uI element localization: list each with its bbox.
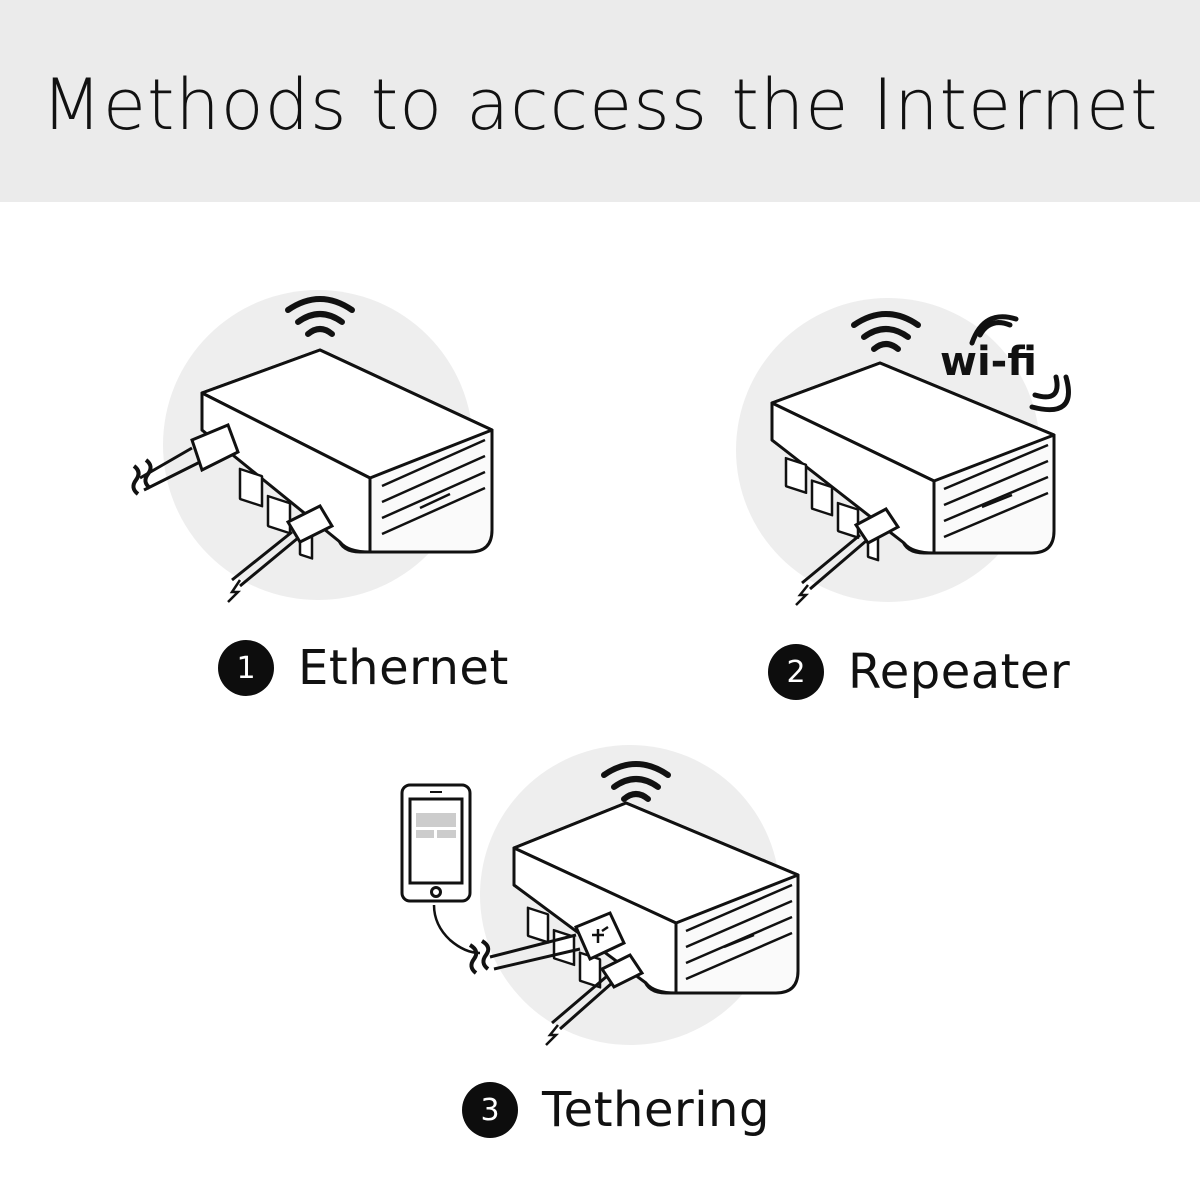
wifi-signal-icon	[285, 296, 355, 337]
method-label: Ethernet	[298, 640, 509, 696]
usb-connector-icon	[468, 911, 626, 975]
power-cable-icon	[795, 507, 901, 606]
method-tethering-illustration	[390, 745, 810, 1055]
method-ethernet-illustration	[120, 280, 520, 610]
router-tethering-svg	[400, 745, 800, 1046]
router-icon	[770, 361, 1056, 562]
method-tethering-label: 3 Tethering	[462, 1082, 770, 1138]
method-repeater-illustration: wi-fi	[690, 295, 1090, 615]
step-number-badge: 1	[218, 640, 274, 696]
router-ethernet-svg	[131, 290, 494, 603]
phone-cable-icon	[432, 904, 481, 955]
page-title: Methods to access the Internet	[41, 64, 1159, 146]
method-label: Tethering	[542, 1082, 770, 1138]
wifi-signal-icon	[601, 761, 671, 802]
power-cable-icon	[545, 953, 645, 1046]
router-repeater-svg: wi-fi	[736, 298, 1071, 606]
ethernet-cable-icon	[131, 423, 240, 496]
method-repeater-label: 2 Repeater	[768, 644, 1070, 700]
method-ethernet-label: 1 Ethernet	[218, 640, 509, 696]
header-banner: Methods to access the Internet	[0, 0, 1200, 202]
step-number-badge: 2	[768, 644, 824, 700]
wifi-signal-icon	[851, 311, 921, 352]
wifi-logo-icon	[969, 314, 1071, 413]
power-cable-icon	[227, 504, 335, 603]
smartphone-icon	[400, 783, 472, 903]
step-number-badge: 3	[462, 1082, 518, 1138]
wifi-logo-text: wi-fi	[940, 339, 1037, 385]
method-label: Repeater	[848, 644, 1071, 700]
